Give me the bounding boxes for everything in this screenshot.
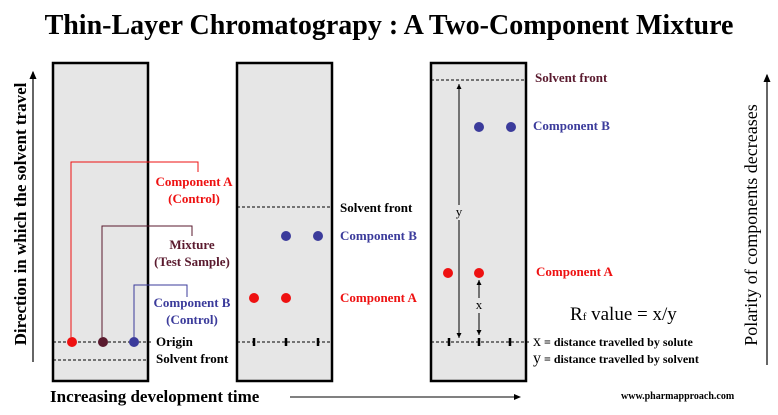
- watermark: www.pharmapproach.com: [621, 391, 735, 402]
- label-origin: Origin: [156, 334, 194, 349]
- spot-component-b: [506, 122, 516, 132]
- label-comp-a: Component A: [156, 174, 234, 189]
- spot-component-a: [443, 268, 453, 278]
- comp-b-connector: [133, 284, 188, 337]
- label-mixture: Mixture: [169, 237, 214, 252]
- label-mixture-sub: (Test Sample): [154, 254, 230, 269]
- spot-component-b: [129, 337, 139, 347]
- comp-a-connector: [70, 161, 199, 337]
- spot-component-a: [249, 293, 259, 303]
- spot-component-a: [281, 293, 291, 303]
- plate-3: y x Solvent front Component B Component …: [429, 61, 614, 383]
- label-comp-b-sub: (Control): [166, 312, 218, 327]
- spot-component-b: [313, 231, 323, 241]
- left-axis-label: Direction in which the solvent travel: [11, 82, 30, 345]
- label-comp-b: Component B: [533, 118, 610, 133]
- y-marker: y: [456, 204, 463, 219]
- label-solvent-front: Solvent front: [340, 200, 413, 215]
- bottom-axis-label: Increasing development time: [50, 387, 260, 406]
- plate-1: Component A (Control) Mixture (Test Samp…: [51, 61, 234, 383]
- label-comp-a: Component A: [536, 264, 614, 279]
- plate-2: Solvent front Component B Component A: [235, 61, 418, 383]
- spot-mixture: [98, 337, 108, 347]
- spot-component-b: [474, 122, 484, 132]
- x-marker: x: [476, 297, 483, 312]
- label-comp-b: Component B: [340, 228, 417, 243]
- label-solvent-front: Solvent front: [535, 70, 608, 85]
- rf-formula: Rf value = x/y: [570, 304, 677, 325]
- spot-component-b: [281, 231, 291, 241]
- spot-component-a: [67, 337, 77, 347]
- title: Thin-Layer Chromatograpy : A Two-Compone…: [45, 10, 734, 41]
- x-definition: x = distance travelled by solute: [533, 333, 694, 350]
- label-comp-b: Component B: [154, 295, 231, 310]
- spot-component-a: [474, 268, 484, 278]
- right-axis-label: Polarity of components decreases: [741, 104, 761, 345]
- label-comp-a-sub: (Control): [168, 191, 220, 206]
- label-solvent-front: Solvent front: [156, 351, 229, 366]
- y-definition: y = distance travelled by solvent: [533, 350, 699, 367]
- mixture-connector: [101, 225, 193, 337]
- label-comp-a: Component A: [340, 290, 418, 305]
